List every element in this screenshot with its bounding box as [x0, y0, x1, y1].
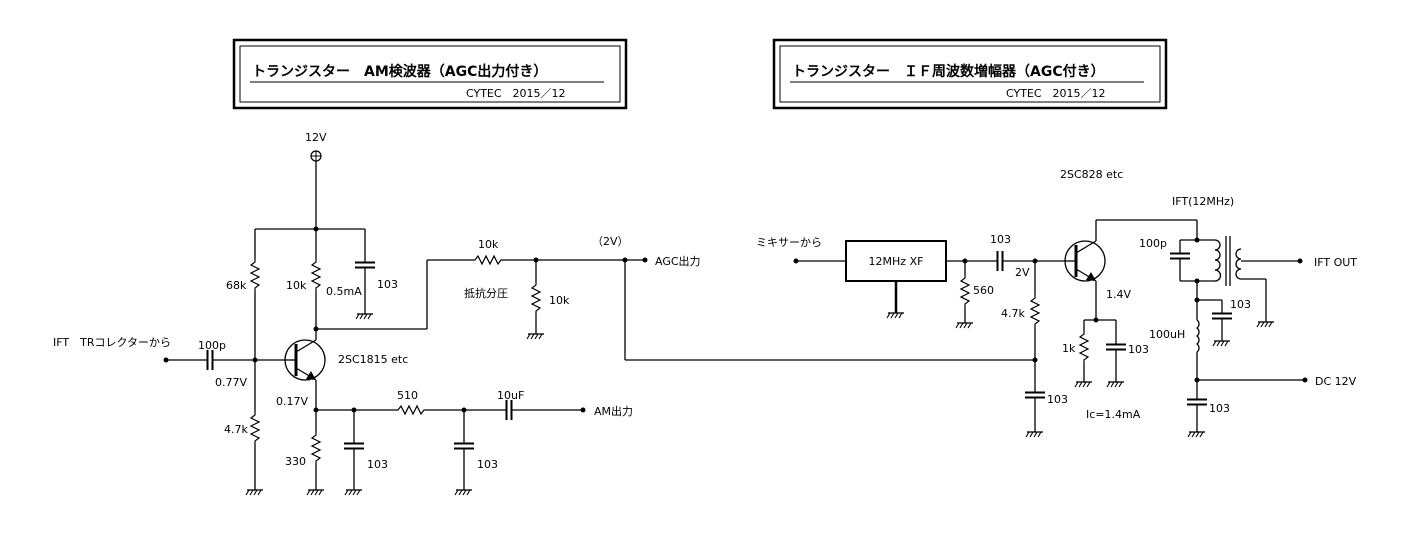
c-supply-label: 103 [1209, 402, 1230, 415]
resistor-bias-bottom [250, 411, 260, 445]
cap-filter [453, 442, 475, 450]
emitter-voltage-label: 0.17V [276, 395, 308, 408]
title-box-right: トランジスター ＩＦ周波数増幅器（AGC付き） CYTEC 2015／12 [772, 38, 1168, 110]
c-input-label: 100p [198, 339, 226, 352]
cap-supply [1186, 398, 1208, 406]
supply-terminal-12v: 12V [305, 131, 327, 162]
ift-label: IFT(12MHz) [1172, 195, 1234, 208]
c-coupling-label: 103 [990, 233, 1011, 246]
supply-label: 12V [305, 131, 327, 144]
divider-r-bottom-label: 10k [549, 294, 570, 307]
title-right: トランジスター ＩＦ周波数増幅器（AGC付き） [792, 63, 1105, 80]
resistor-divider-top [471, 255, 505, 265]
r-series-label: 510 [397, 389, 418, 402]
c-decouple-label: 103 [377, 278, 398, 291]
resistor-filter-load [960, 274, 970, 308]
choke-coil [1195, 319, 1200, 353]
cap-emitter [343, 442, 365, 450]
c-emitter-label: 103 [367, 458, 388, 471]
am-output-label: AM出力 [594, 404, 633, 418]
resistor-collector [311, 258, 321, 292]
transistor-2sc1815 [284, 339, 326, 381]
cap-coupling [996, 250, 1004, 272]
dc-supply-label: DC 12V [1315, 375, 1357, 388]
right-transistor-label: 2SC828 etc [1060, 168, 1123, 181]
right-emitter-voltage-label: 1.4V [1106, 288, 1131, 301]
c-tank-label: 100p [1139, 237, 1167, 250]
r-bias-top-label: 68k [226, 279, 247, 292]
r-filter-load-label: 560 [973, 284, 994, 297]
c-agc-label: 103 [1047, 393, 1068, 406]
resistor-divider-bottom [531, 281, 541, 315]
agc-voltage-label: （2V） [592, 235, 629, 248]
c-filter-label: 103 [477, 458, 498, 471]
r-emitter-label: 330 [285, 455, 306, 468]
cap-output [505, 399, 513, 421]
r-bias-bottom-label: 4.7k [224, 423, 248, 436]
r-base-label: 4.7k [1001, 307, 1025, 320]
divider-r-top-label: 10k [478, 238, 499, 251]
title-left: トランジスター AM検波器（AGC出力付き） [252, 63, 547, 80]
resistor-base [1030, 294, 1040, 328]
cap-decouple [354, 261, 376, 269]
resistor-emitter [311, 431, 321, 465]
divider-label: 抵抗分圧 [464, 286, 508, 300]
cap-agc [1024, 391, 1046, 399]
cap-tank [1169, 252, 1191, 260]
filter-label: 12MHz XF [869, 255, 924, 268]
transistor-2sc828 [1064, 240, 1106, 282]
ift-primary-coil [1214, 239, 1222, 282]
input-label: IFT TRコレクターから [53, 336, 171, 349]
c-output-label: 10uF [497, 389, 524, 402]
ift-output-label: IFT OUT [1314, 256, 1357, 269]
emitter-current-label: Ic=1.4mA [1086, 408, 1141, 421]
credit-right: CYTEC 2015／12 [1006, 87, 1106, 100]
resistor-right-emitter [1079, 330, 1089, 364]
cap-right-emitter [1105, 343, 1127, 351]
r-right-emitter-label: 1k [1062, 342, 1076, 355]
if-amplifier-circuit: 2SC828 etc ミキサーから 12MHz XF 560 103 2V 4.… [756, 168, 1357, 438]
collector-current-label: 0.5mA [326, 285, 362, 298]
title-box-left: トランジスター AM検波器（AGC出力付き） CYTEC 2015／12 [232, 38, 628, 110]
transistor-label: 2SC1815 etc [338, 353, 408, 366]
cap-tap [1211, 312, 1233, 320]
right-base-voltage-label: 2V [1015, 266, 1030, 279]
agc-output-label: AGC出力 [655, 254, 701, 268]
choke-label: 100uH [1149, 328, 1185, 341]
c-tap-label: 103 [1230, 298, 1251, 311]
am-detector-circuit: 12V 68k 10k 0.5mA 103 10k （2V） [53, 131, 1035, 496]
r-collector-label: 10k [286, 279, 307, 292]
resistor-68k [250, 258, 260, 292]
base-voltage-label: 0.77V [215, 376, 247, 389]
ift-secondary-coil [1235, 248, 1242, 280]
cap-input [206, 349, 214, 371]
right-input-label: ミキサーから [756, 236, 822, 249]
resistor-series [394, 405, 428, 415]
c-right-emitter-label: 103 [1128, 343, 1149, 356]
credit-left: CYTEC 2015／12 [466, 87, 566, 100]
